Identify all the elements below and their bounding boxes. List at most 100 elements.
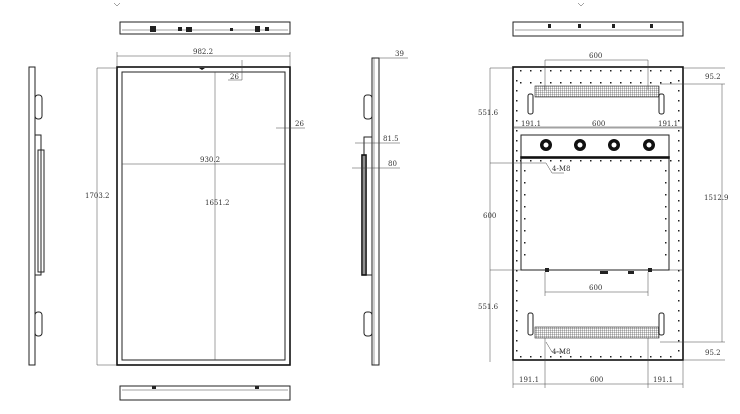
mounting-hole [516, 350, 518, 352]
mounting-hole [665, 206, 667, 208]
depth-dim: 39 [395, 50, 404, 58]
mounting-holes [516, 70, 680, 358]
mounting-hole [516, 250, 518, 252]
back-mid-spacing-dim: 600 [592, 120, 605, 128]
mounting-hole [524, 254, 526, 256]
back-top-offset-dim: 95.2 [705, 73, 721, 81]
mounting-hole [665, 242, 667, 244]
mounting-hole [550, 70, 552, 72]
border-top-dim: 26 [230, 73, 239, 81]
mounting-hole [580, 82, 582, 84]
front-bottom-view [119, 385, 291, 401]
mounting-hole [520, 70, 522, 72]
mounting-hole [516, 310, 518, 312]
mounting-hole [524, 206, 526, 208]
mounting-hole [620, 356, 622, 358]
front-view: 982.2 1703.2 930.2 1651.2 26 26 [85, 48, 305, 366]
mounting-hole [678, 340, 680, 342]
mounting-hole [670, 356, 672, 358]
vent-grille-top [534, 85, 660, 98]
mounting-hole [516, 320, 518, 322]
mounting-hole [516, 280, 518, 282]
mounting-hole [630, 356, 632, 358]
mounting-hole [516, 150, 518, 152]
mounting-hole [678, 210, 680, 212]
mounting-hole [516, 130, 518, 132]
mounting-hole [520, 82, 522, 84]
mounting-hole [678, 320, 680, 322]
mounting-hole [678, 270, 680, 272]
mounting-hole [516, 210, 518, 212]
mounting-hole [620, 160, 622, 162]
mounting-hole [665, 170, 667, 172]
mounting-hole [590, 356, 592, 358]
mounting-hole [678, 160, 680, 162]
mounting-hole [516, 240, 518, 242]
back-total-vertical-dim: 1512.9 [704, 194, 729, 202]
mounting-hole [530, 82, 532, 84]
mounting-hole [516, 230, 518, 232]
mounting-hole [610, 160, 612, 162]
back-bottom-offset-dim: 95.2 [705, 349, 721, 357]
mounting-hole [678, 140, 680, 142]
mounting-hole [516, 200, 518, 202]
back-lower-spacing-dim: 600 [589, 284, 602, 292]
back-hole-spec-bottom: 4-M8 [552, 348, 570, 356]
back-top-spacing-dim: 600 [589, 52, 602, 60]
mounting-hole [660, 160, 662, 162]
mounting-hole [580, 70, 582, 72]
view-arrow-icon [577, 2, 585, 7]
border-side-dim: 26 [295, 120, 304, 128]
speaker-icons [540, 139, 655, 151]
mounting-hole [665, 218, 667, 220]
mounting-hole [670, 82, 672, 84]
mounting-hole [665, 182, 667, 184]
front-top-view [113, 2, 291, 35]
inner-width-dim: 930.2 [200, 156, 220, 164]
mounting-hole [590, 82, 592, 84]
back-middle-section-dim: 600 [483, 212, 496, 220]
mounting-hole [516, 140, 518, 142]
mounting-hole [640, 82, 642, 84]
inner-height-dim: 1651.2 [205, 199, 230, 207]
mounting-hole [560, 160, 562, 162]
mounting-hole [590, 160, 592, 162]
mounting-hole [580, 160, 582, 162]
right-side-view: 39 81.5 80 [352, 50, 408, 366]
mounting-hole [678, 180, 680, 182]
mounting-hole [516, 80, 518, 82]
mounting-hole [610, 356, 612, 358]
mounting-hole [650, 70, 652, 72]
mounting-hole [678, 110, 680, 112]
mounting-hole [570, 356, 572, 358]
mounting-hole [630, 160, 632, 162]
back-bottom-mid-dim: 600 [590, 376, 603, 384]
mounting-hole [678, 200, 680, 202]
mounting-hole [665, 254, 667, 256]
side-dim-80: 80 [388, 160, 397, 168]
mounting-hole [600, 356, 602, 358]
mounting-hole [670, 160, 672, 162]
mounting-hole [550, 160, 552, 162]
mounting-hole [678, 300, 680, 302]
mounting-hole [678, 290, 680, 292]
mounting-hole [524, 242, 526, 244]
mounting-hole [670, 70, 672, 72]
mounting-hole [665, 230, 667, 232]
side-dim-81-5: 81.5 [383, 135, 399, 143]
mounting-hole [660, 82, 662, 84]
mounting-hole [520, 356, 522, 358]
mounting-hole [530, 356, 532, 358]
mounting-hole [570, 82, 572, 84]
mounting-hole [650, 160, 652, 162]
back-lower-section-dim: 551.6 [478, 303, 499, 311]
mounting-hole [540, 356, 542, 358]
mounting-hole [524, 230, 526, 232]
mounting-hole [678, 130, 680, 132]
mounting-hole [516, 90, 518, 92]
mounting-hole [560, 70, 562, 72]
mounting-hole [516, 300, 518, 302]
mounting-hole [524, 182, 526, 184]
mounting-hole [516, 120, 518, 122]
